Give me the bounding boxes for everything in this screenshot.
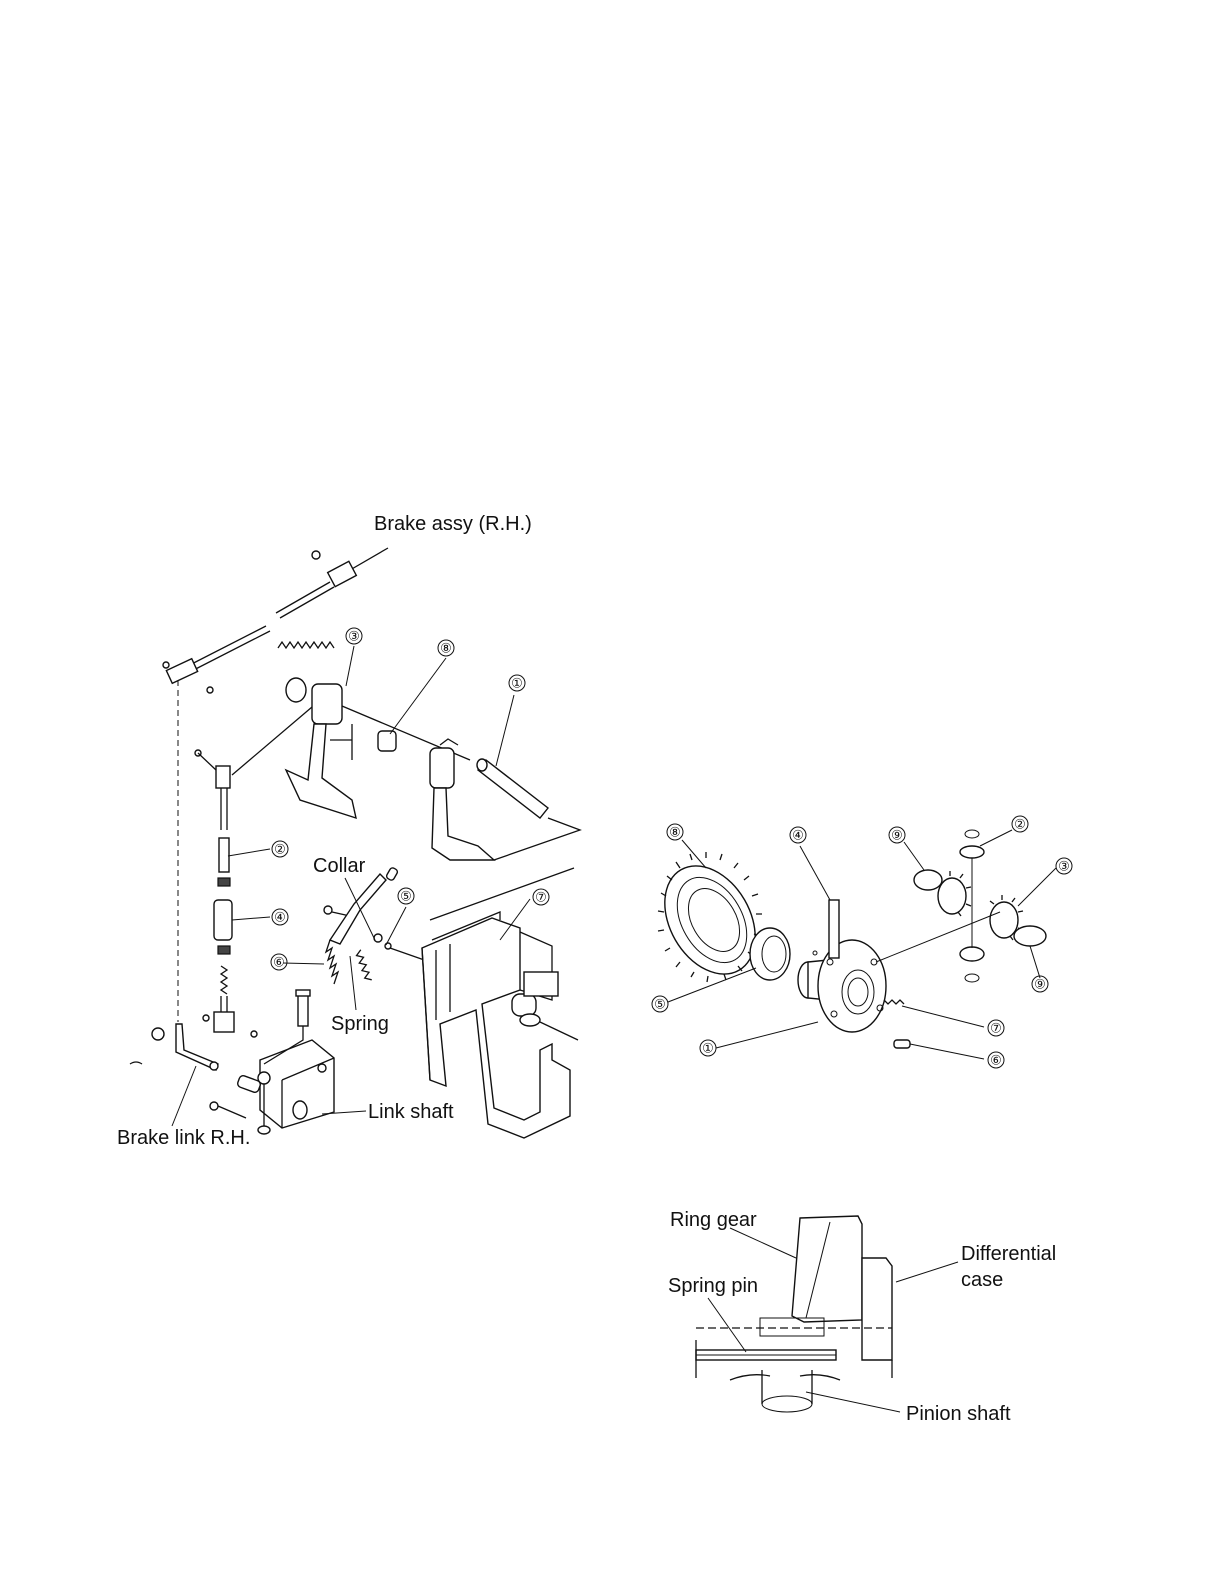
brake-callout-5: ⑤ <box>398 888 414 904</box>
brake-callout-8: ⑧ <box>438 640 454 656</box>
svg-text:⑥: ⑥ <box>990 1053 1002 1068</box>
label-pinion-shaft: Pinion shaft <box>906 1403 1011 1425</box>
svg-text:④: ④ <box>274 910 286 925</box>
svg-text:⑥: ⑥ <box>273 955 285 970</box>
svg-text:⑦: ⑦ <box>535 890 547 905</box>
svg-text:③: ③ <box>348 629 360 644</box>
brake-callout-3: ③ <box>346 628 362 644</box>
svg-text:①: ① <box>702 1041 714 1056</box>
brake-callout-1: ① <box>509 675 525 691</box>
svg-text:⑨: ⑨ <box>891 828 903 843</box>
label-link-shaft: Link shaft <box>368 1101 454 1123</box>
brake-callout-7: ⑦ <box>533 889 549 905</box>
brake-callout-6: ⑥ <box>271 954 287 970</box>
svg-text:②: ② <box>1014 817 1026 832</box>
label-differential: Differential <box>961 1243 1056 1265</box>
svg-text:⑧: ⑧ <box>669 825 681 840</box>
diff-callout-6: ⑥ <box>988 1052 1004 1068</box>
label-spring: Spring <box>331 1013 389 1035</box>
svg-text:⑦: ⑦ <box>990 1021 1002 1036</box>
svg-text:③: ③ <box>1058 859 1070 874</box>
diff-callout-7: ⑦ <box>988 1020 1004 1036</box>
diff-callout-2: ② <box>1012 816 1028 832</box>
diff-callout-1: ① <box>700 1040 716 1056</box>
svg-text:⑨: ⑨ <box>1034 977 1046 992</box>
svg-text:①: ① <box>511 676 523 691</box>
label-spring-pin: Spring pin <box>668 1275 758 1297</box>
diff-callout-9-upper: ⑨ <box>889 827 905 843</box>
svg-text:②: ② <box>274 842 286 857</box>
label-case: case <box>961 1269 1003 1291</box>
label-collar: Collar <box>313 855 366 877</box>
brake-callout-2: ② <box>272 841 288 857</box>
svg-text:④: ④ <box>792 828 804 843</box>
brake-callout-4: ④ <box>272 909 288 925</box>
svg-text:⑤: ⑤ <box>654 997 666 1012</box>
diff-callout-9-lower: ⑨ <box>1032 976 1048 992</box>
diff-callout-8: ⑧ <box>667 824 683 840</box>
label-brake-link-rh: Brake link R.H. <box>117 1127 250 1149</box>
label-ring-gear: Ring gear <box>670 1209 757 1231</box>
label-brake-assy: Brake assy (R.H.) <box>374 513 532 535</box>
svg-text:⑤: ⑤ <box>400 889 412 904</box>
diff-callout-4: ④ <box>790 827 806 843</box>
diff-callout-5: ⑤ <box>652 996 668 1012</box>
differential-exploded-diagram <box>646 830 1046 1048</box>
svg-text:⑧: ⑧ <box>440 641 452 656</box>
section-diagram <box>696 1216 892 1412</box>
diff-callout-3: ③ <box>1056 858 1072 874</box>
